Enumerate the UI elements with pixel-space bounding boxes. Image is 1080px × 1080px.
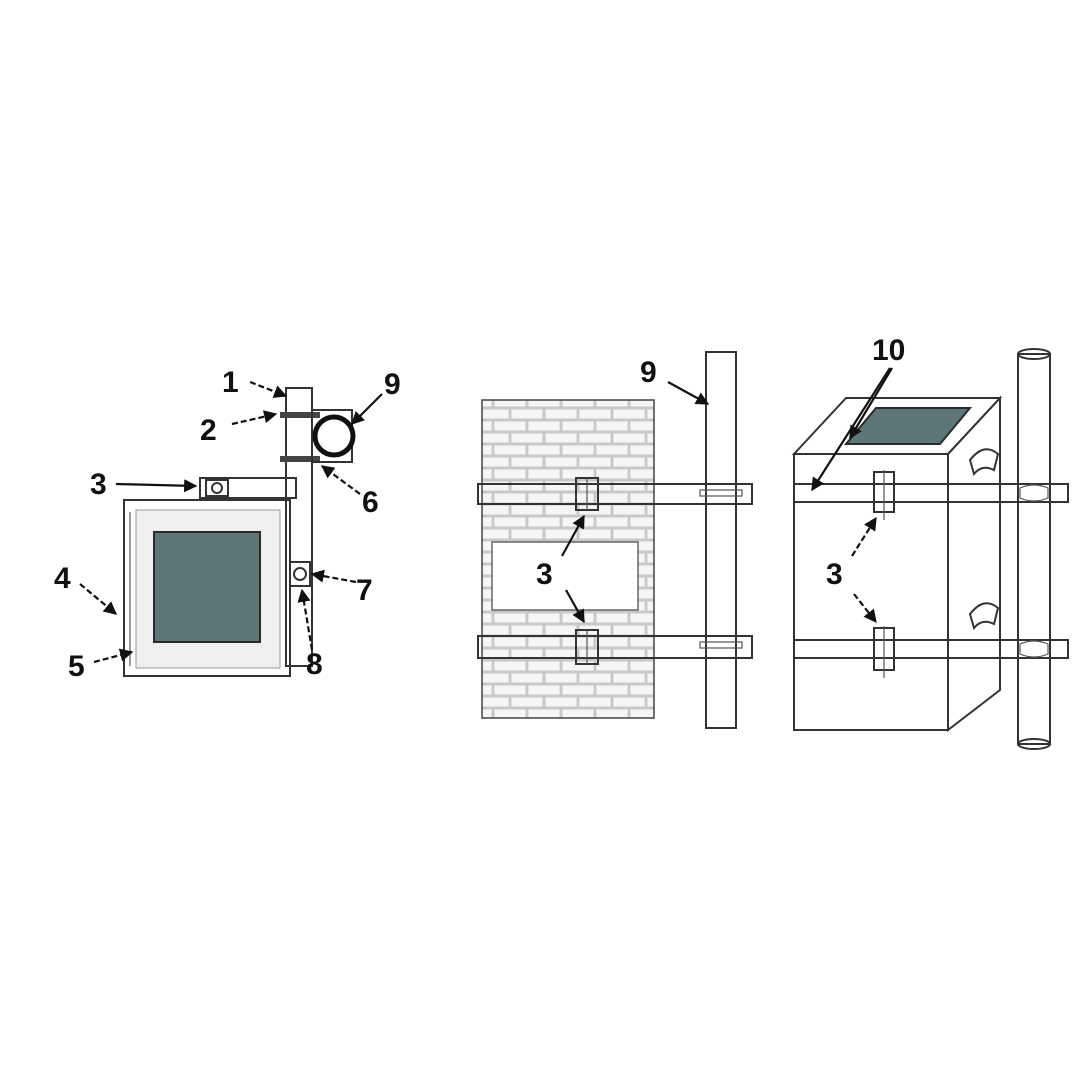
wall-opening [491, 541, 639, 611]
pole-clamp-lower [1019, 640, 1049, 658]
callout-10: 10 [872, 334, 905, 367]
box-front [793, 453, 949, 731]
left-callout-arrows [79, 380, 383, 664]
box-top [791, 397, 1003, 455]
right-callout-labels: 10 3 [826, 334, 905, 591]
right-assembly [791, 348, 1069, 750]
pole-clamp-upper [1019, 484, 1049, 502]
clamp-band-lower [280, 456, 320, 462]
panel-glass [153, 531, 261, 643]
box-rail-lower [793, 639, 1069, 659]
middle-callout-arrows [561, 381, 710, 624]
callout-2: 2 [200, 414, 217, 447]
box-rail-upper [793, 483, 1069, 503]
box-side [947, 395, 1001, 733]
bolt-top [211, 482, 223, 494]
clamp-band-upper [280, 412, 320, 418]
callout-7: 7 [356, 574, 373, 607]
vertical-pole [285, 387, 313, 667]
left-callout-labels: 1 2 3 9 6 7 8 4 5 [54, 366, 401, 683]
left-assembly [123, 387, 356, 677]
callout-3-box: 3 [826, 558, 843, 591]
callout-8: 8 [306, 648, 323, 681]
round-pole [1017, 353, 1051, 745]
box-top-window [843, 407, 973, 445]
vertical-post [705, 351, 737, 729]
callout-5: 5 [68, 650, 85, 683]
rail-lower [477, 635, 753, 659]
arm-bracket-top [205, 479, 229, 497]
top-arm [199, 477, 297, 499]
panel-frame [123, 499, 291, 677]
bolt-lower [293, 567, 307, 581]
callout-9-post: 9 [640, 356, 657, 389]
rail-upper [477, 483, 753, 505]
right-callout-arrows [811, 367, 893, 624]
callout-9: 9 [384, 368, 401, 401]
side-lug-lower [968, 602, 1000, 631]
middle-callout-labels: 9 3 [536, 356, 657, 591]
middle-assembly [477, 351, 753, 729]
callout-4: 4 [54, 562, 71, 595]
callout-6: 6 [362, 486, 379, 519]
callout-1: 1 [222, 366, 239, 399]
round-pipe [312, 414, 356, 458]
callout-3-wall: 3 [536, 558, 553, 591]
side-lug-upper [968, 448, 1000, 477]
rail-clamp-lower-post [699, 641, 743, 649]
callout-3: 3 [90, 468, 107, 501]
rail-clamp-upper-post [699, 489, 743, 497]
